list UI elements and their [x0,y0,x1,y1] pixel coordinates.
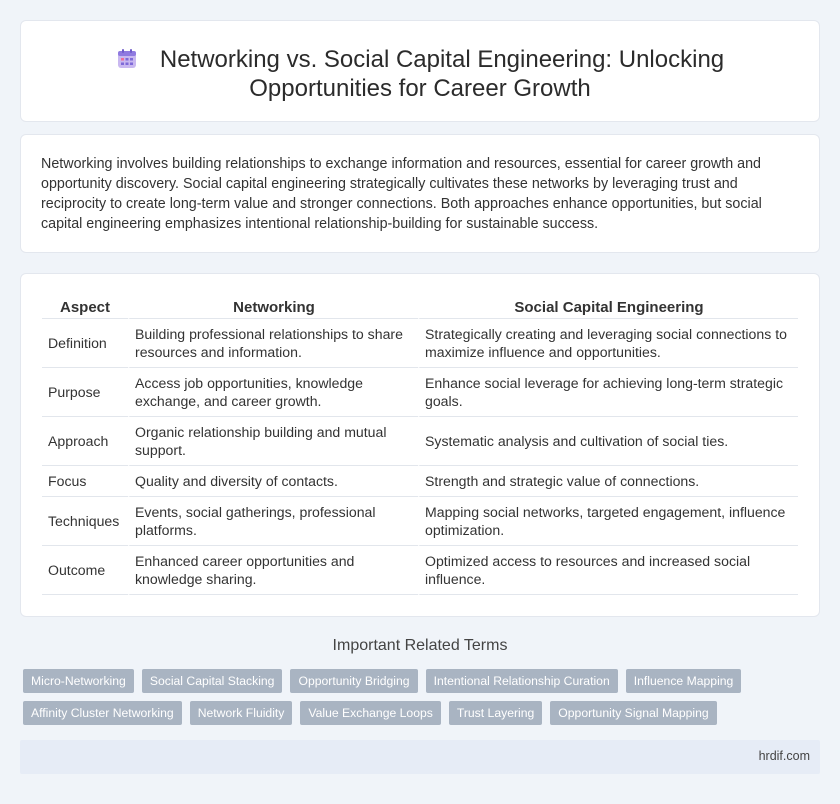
tag-social-capital-stacking[interactable]: Social Capital Stacking [141,669,283,693]
header-aspect: Aspect [42,292,128,319]
tag-trust-layering[interactable]: Trust Layering [448,701,543,725]
cell-social-capital: Enhance social leverage for achieving lo… [418,368,798,417]
intro-card: Networking involves building relationshi… [20,134,820,253]
calendar-icon [117,49,136,68]
table-row: Definition Building professional relatio… [42,319,798,368]
table-header-row: Aspect Networking Social Capital Enginee… [42,292,798,319]
tag-influence-mapping[interactable]: Influence Mapping [625,669,742,693]
cell-networking: Building professional relationships to s… [128,319,418,368]
cell-aspect: Techniques [42,497,128,546]
title-wrap: Networking vs. Social Capital Engineerin… [21,45,819,103]
cell-aspect: Focus [42,466,128,497]
table-row: Techniques Events, social gatherings, pr… [42,497,798,546]
footer-site-link[interactable]: hrdif.com [758,749,810,763]
table-row: Focus Quality and diversity of contacts.… [42,466,798,497]
footer: hrdif.com [20,740,820,774]
cell-social-capital: Optimized access to resources and increa… [418,546,798,595]
tag-network-fluidity[interactable]: Network Fluidity [189,701,293,725]
related-terms-title: Important Related Terms [332,637,508,654]
table-row: Approach Organic relationship building a… [42,417,798,466]
cell-social-capital: Strategically creating and leveraging so… [418,319,798,368]
comparison-card: Aspect Networking Social Capital Enginee… [20,273,820,617]
cell-social-capital: Systematic analysis and cultivation of s… [418,417,798,466]
tag-row-2: Affinity Cluster Networking Network Flui… [23,701,813,725]
title-line-1: Networking vs. Social Capital Engineerin… [159,46,725,73]
tag-opportunity-bridging[interactable]: Opportunity Bridging [290,669,418,693]
table-row: Purpose Access job opportunities, knowle… [42,368,798,417]
header-social-capital: Social Capital Engineering [418,292,798,319]
related-terms: Micro-Networking Social Capital Stacking… [23,669,813,733]
cell-social-capital: Mapping social networks, targeted engage… [418,497,798,546]
comparison-table: Aspect Networking Social Capital Enginee… [42,292,798,595]
header-networking: Networking [128,292,418,319]
cell-aspect: Definition [42,319,128,368]
table-row: Outcome Enhanced career opportunities an… [42,546,798,595]
tag-opportunity-signal-mapping[interactable]: Opportunity Signal Mapping [550,701,717,725]
cell-networking: Organic relationship building and mutual… [128,417,418,466]
tag-affinity-cluster-networking[interactable]: Affinity Cluster Networking [23,701,182,725]
page-title: Networking vs. Social Capital Engineerin… [21,45,819,103]
tag-value-exchange-loops[interactable]: Value Exchange Loops [300,701,441,725]
title-card: Networking vs. Social Capital Engineerin… [20,20,820,122]
cell-networking: Access job opportunities, knowledge exch… [128,368,418,417]
cell-social-capital: Strength and strategic value of connecti… [418,466,798,497]
cell-networking: Enhanced career opportunities and knowle… [128,546,418,595]
cell-aspect: Purpose [42,368,128,417]
cell-networking: Quality and diversity of contacts. [128,466,418,497]
cell-aspect: Outcome [42,546,128,595]
tag-micro-networking[interactable]: Micro-Networking [23,669,134,693]
tag-row-1: Micro-Networking Social Capital Stacking… [23,669,813,693]
tag-intentional-relationship-curation[interactable]: Intentional Relationship Curation [425,669,618,693]
cell-aspect: Approach [42,417,128,466]
cell-networking: Events, social gatherings, professional … [128,497,418,546]
intro-text: Networking involves building relationshi… [41,156,762,232]
title-line-2: Opportunities for Career Growth [249,75,591,102]
